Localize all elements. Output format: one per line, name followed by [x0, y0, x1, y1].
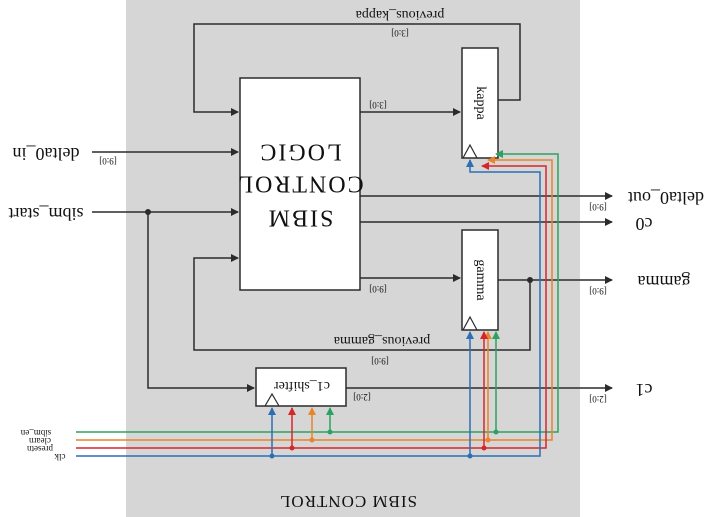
shifter-clock-triangle	[264, 392, 280, 407]
c0-label-group: c0	[636, 214, 653, 234]
logic-label-2-group: CONTROL	[236, 170, 363, 196]
kappa-clock-triangle	[462, 143, 478, 159]
bus-width-logic-to-gamma: [9:0]	[369, 284, 387, 294]
bus-width-gamma-fb: [9:0]	[371, 356, 389, 366]
prev-kappa-label-group: previous_kappa	[355, 7, 444, 22]
junction-clearn-shifter	[309, 437, 315, 443]
bus-width-logic-to-kappa: [3:0]	[369, 100, 387, 110]
c1-label: c1	[636, 380, 653, 400]
wire-kappa-feedback	[193, 23, 521, 116]
gamma-register	[461, 229, 499, 331]
gamma-label: gamma	[473, 259, 488, 301]
delta-out-label: delta0_out	[628, 188, 704, 208]
bus-width-shifter-out-b: [2:0]	[589, 394, 607, 404]
gamma-label-group: gamma	[473, 259, 488, 301]
bus-width-shifter-out-a: [2:0]	[353, 392, 371, 402]
delta-out-label-group: delta0_out	[628, 188, 704, 208]
previous-gamma-label: previous_gamma	[333, 333, 430, 348]
previous-kappa-label: previous_kappa	[355, 7, 444, 22]
wire-sibm-en	[76, 150, 559, 433]
kappa-register	[461, 47, 499, 159]
logic-label-1-group: LOGIC	[258, 138, 341, 164]
prev-gamma-label-group: previous_gamma	[333, 333, 430, 348]
region-title: SIBM CONTROL	[279, 492, 417, 511]
delta-in-label: delta0_in	[13, 144, 80, 164]
logic-control-block	[239, 77, 361, 291]
delta-in-label-group: delta0_in	[13, 144, 80, 164]
junction-start	[145, 209, 151, 215]
logic-label-line2: CONTROL	[236, 170, 363, 196]
clearn-label: clearn	[29, 436, 51, 446]
clk-label-group: clk	[54, 452, 65, 462]
junction-clk-shifter	[269, 453, 275, 459]
clearn-label-group: clearn	[29, 436, 51, 446]
wire-start-to-shifter	[147, 212, 255, 392]
bw-shifter-b-group: [2:0]	[589, 394, 607, 404]
gamma-out-label-group: gamma	[638, 272, 691, 292]
bus-width-delta-in: [9:0]	[99, 156, 117, 166]
junction-sibm-en-shifter	[327, 429, 333, 435]
bw-delta-out-group: [9:0]	[589, 202, 607, 212]
junction-presetn-gamma	[481, 445, 487, 451]
region-title-group: SIBM CONTROL	[279, 492, 417, 511]
bus-width-gamma-out: [9:0]	[589, 286, 607, 296]
logic-label-line1: LOGIC	[258, 138, 341, 164]
bus-width-kappa-fb: [3:0]	[391, 28, 409, 38]
logic-label-3-group: SIBM	[267, 204, 334, 230]
sibm-start-label-group: sibm_start	[9, 204, 84, 224]
bw-delta-in-group: [9:0]	[99, 156, 117, 166]
presetn-label-group: presetn	[27, 444, 53, 454]
shifter-label: c1_shifter	[274, 378, 330, 393]
bw-logic-gamma-group: [9:0]	[369, 284, 387, 294]
bw-gamma-fb-group: [9:0]	[371, 356, 389, 366]
wire-gamma-feedback	[193, 254, 531, 351]
gamma-clock-triangle	[462, 315, 478, 331]
clk-label: clk	[54, 452, 65, 462]
kappa-label-group: kappa	[473, 86, 488, 120]
wire-presetn	[76, 162, 547, 449]
c1-shifter-block	[255, 367, 347, 407]
junction-sibm-en-gamma	[493, 429, 499, 435]
presetn-label: presetn	[27, 444, 53, 454]
sibm-en-label: sibm_en	[20, 428, 51, 438]
bw-shifter-a-group: [2:0]	[353, 392, 371, 402]
bw-logic-kappa-group: [3:0]	[369, 100, 387, 110]
wire-clk	[76, 159, 541, 457]
sibm-en-label-group: sibm_en	[20, 428, 51, 438]
junction-clearn-gamma	[485, 437, 491, 443]
bw-kappa-fb-group: [3:0]	[391, 28, 409, 38]
bw-gamma-out-group: [9:0]	[589, 286, 607, 296]
bus-width-delta-out: [9:0]	[589, 202, 607, 212]
junction-clk-gamma	[467, 453, 473, 459]
kappa-label: kappa	[473, 86, 488, 120]
c0-label: c0	[636, 214, 653, 234]
junction-presetn-shifter	[289, 445, 295, 451]
sibm-start-label: sibm_start	[9, 204, 84, 224]
c1-label-group: c1	[636, 380, 653, 400]
gamma-out-label: gamma	[638, 272, 691, 292]
junction-gamma	[527, 277, 533, 283]
shifter-label-group: c1_shifter	[274, 378, 330, 393]
logic-label-line3: SIBM	[267, 204, 334, 230]
